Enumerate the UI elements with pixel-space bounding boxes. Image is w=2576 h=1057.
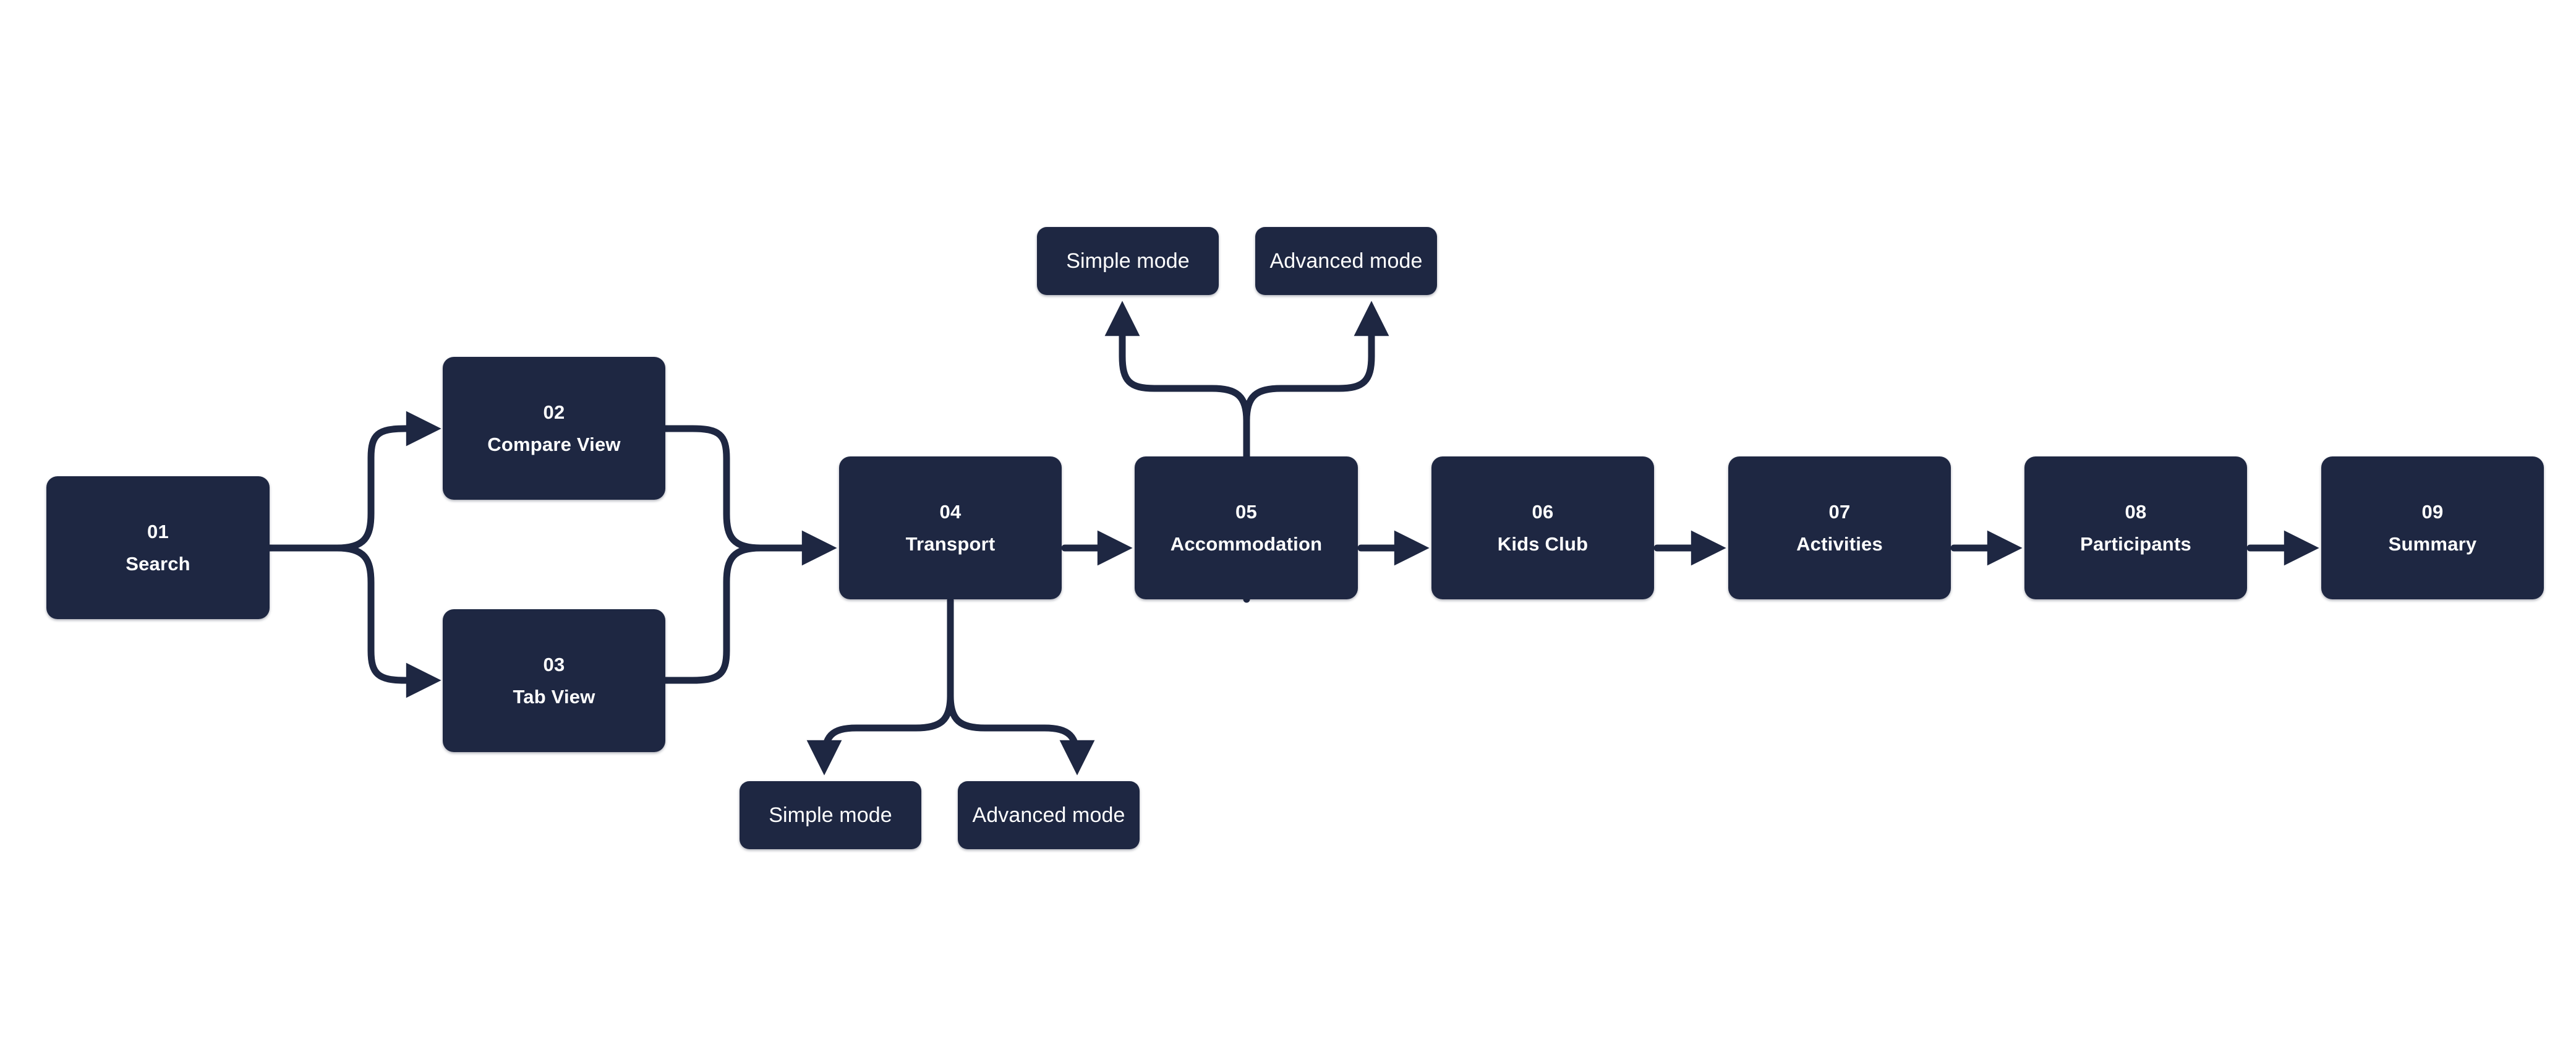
node-step-04-label: Transport xyxy=(905,533,996,555)
node-step-04-number: 04 xyxy=(939,501,962,523)
node-step-04[interactable]: 04 Transport xyxy=(839,456,1062,599)
node-step-03-number: 03 xyxy=(543,654,565,675)
node-step-05-number: 05 xyxy=(1235,501,1257,523)
edge-01-03 xyxy=(333,544,441,698)
edge-03-04 xyxy=(662,544,764,684)
node-step-05[interactable]: 05 Accommodation xyxy=(1135,456,1358,599)
node-step-01-number: 01 xyxy=(147,521,169,542)
node-step-06-label: Kids Club xyxy=(1497,533,1589,555)
edge-05-simple xyxy=(1104,301,1250,424)
node-mode-transport-advanced-label: Advanced mode xyxy=(972,803,1125,827)
node-step-09-label: Summary xyxy=(2388,533,2477,555)
node-step-02-number: 02 xyxy=(543,401,565,423)
edge-04-simple xyxy=(806,692,954,776)
node-step-06[interactable]: 06 Kids Club xyxy=(1431,456,1654,599)
node-step-03[interactable]: 03 Tab View xyxy=(443,609,665,752)
node-mode-accommodation-simple-label: Simple mode xyxy=(1066,249,1190,273)
node-step-02[interactable]: 02 Compare View xyxy=(443,357,665,500)
node-mode-transport-simple[interactable]: Simple mode xyxy=(740,781,921,849)
node-step-07-label: Activities xyxy=(1796,533,1883,555)
node-step-08[interactable]: 08 Participants xyxy=(2024,456,2247,599)
node-step-03-label: Tab View xyxy=(513,686,595,708)
edge-02-04 xyxy=(662,425,764,552)
node-mode-transport-advanced[interactable]: Advanced mode xyxy=(958,781,1140,849)
node-step-01-label: Search xyxy=(126,553,190,575)
node-step-01[interactable]: 01 Search xyxy=(46,476,270,619)
node-step-02-label: Compare View xyxy=(487,434,621,455)
edge-01-02 xyxy=(333,411,441,552)
node-step-07-number: 07 xyxy=(1828,501,1851,523)
node-mode-transport-simple-label: Simple mode xyxy=(769,803,892,827)
node-step-05-label: Accommodation xyxy=(1170,533,1323,555)
node-mode-accommodation-simple[interactable]: Simple mode xyxy=(1037,227,1219,295)
node-step-09-number: 09 xyxy=(2421,501,2444,523)
node-step-07[interactable]: 07 Activities xyxy=(1728,456,1951,599)
node-mode-accommodation-advanced[interactable]: Advanced mode xyxy=(1255,227,1437,295)
node-step-08-label: Participants xyxy=(2080,533,2191,555)
node-step-06-number: 06 xyxy=(1532,501,1554,523)
node-step-08-number: 08 xyxy=(2125,501,2147,523)
node-step-09[interactable]: 09 Summary xyxy=(2321,456,2544,599)
edge-05-advanced xyxy=(1243,301,1389,424)
node-mode-accommodation-advanced-label: Advanced mode xyxy=(1269,249,1423,273)
edge-04-advanced xyxy=(947,692,1095,776)
